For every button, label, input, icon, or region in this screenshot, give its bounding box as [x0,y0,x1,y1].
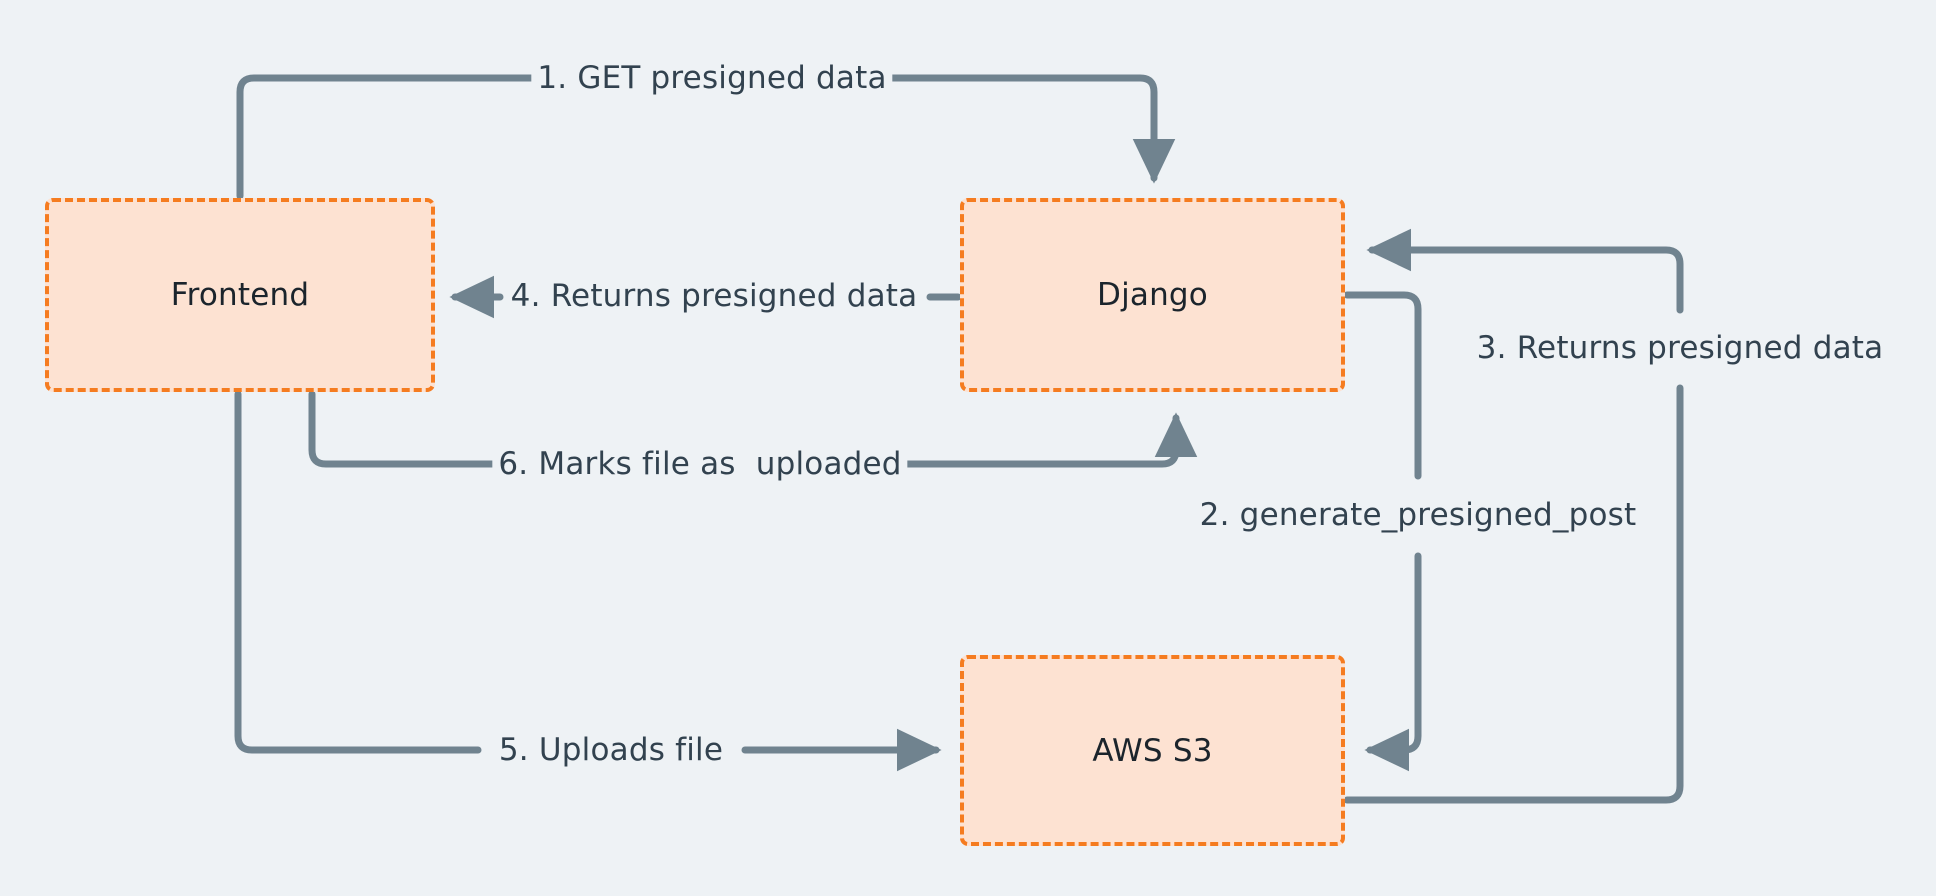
node-aws-s3-label: AWS S3 [1092,732,1213,769]
edge-path-3-returns-presigned-data-cont [1366,228,1684,314]
edge-label-3: 3. Returns presigned data [1470,331,1890,367]
edge-path-2-generate-presigned-post-cont [1364,552,1422,772]
edge-label-6: 6. Marks file as uploaded [492,447,908,483]
edge-path-2-generate-presigned-post [1343,291,1422,480]
node-django[interactable]: Django [960,198,1345,392]
edge-path-5-uploads-file [234,390,482,754]
edge-label-2: 2. generate_presigned_post [1193,498,1643,534]
node-django-label: Django [1097,277,1208,313]
edge-path-6-marks-file-as-uploaded [308,390,500,468]
node-frontend[interactable]: Frontend [45,198,435,392]
edge-path-1-get-presigned-data-cont [880,74,1176,184]
edge-label-4: 4. Returns presigned data [504,279,924,315]
edge-path-1-get-presigned-data [236,74,544,200]
edge-path-3-returns-presigned-data [1343,384,1684,804]
node-aws-s3[interactable]: AWS S3 [960,655,1345,846]
edge-path-6-marks-file-as-uploaded-cont [901,412,1198,468]
node-frontend-label: Frontend [170,277,310,313]
edge-label-5: 5. Uploads file [492,733,730,769]
edge-label-1: 1. GET presigned data [531,61,893,97]
